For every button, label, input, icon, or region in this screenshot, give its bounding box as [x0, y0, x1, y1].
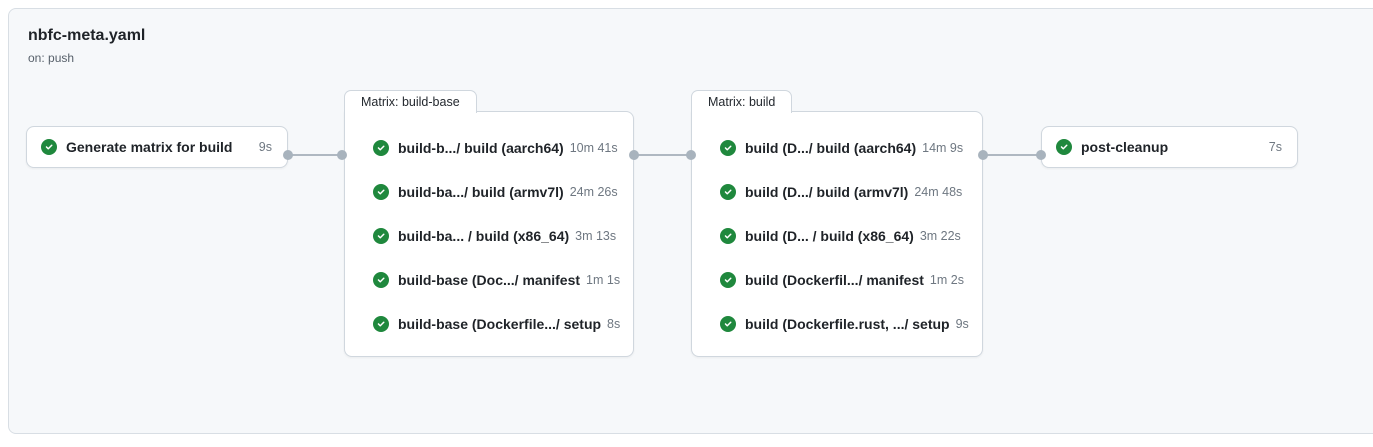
- edge-dot: [629, 150, 639, 160]
- success-check-icon: [720, 272, 736, 288]
- job-label: build-base (Dockerfile.../ setup: [398, 316, 602, 332]
- job-node-generate-matrix[interactable]: Generate matrix for build 9s: [26, 126, 288, 168]
- success-check-icon: [373, 184, 389, 200]
- edge-line: [288, 154, 342, 156]
- workflow-graph-canvas: nbfc-meta.yaml on: push Generate matrix …: [8, 8, 1373, 434]
- job-label: build-b.../ build (aarch64): [398, 140, 564, 156]
- job-label: build (Dockerfil.../ manifest: [745, 272, 924, 288]
- job-duration: 24m 48s: [914, 185, 963, 199]
- success-check-icon: [720, 140, 736, 156]
- success-check-icon: [720, 184, 736, 200]
- workflow-trigger: on: push: [28, 51, 75, 65]
- job-row[interactable]: build (D... / build (x86_64) 3m 22s: [692, 214, 982, 258]
- job-duration: 3m 22s: [919, 229, 961, 243]
- job-row[interactable]: build-ba.../ build (armv7l) 24m 26s: [345, 170, 633, 214]
- success-check-icon: [373, 316, 389, 332]
- job-label: build (D... / build (x86_64): [745, 228, 914, 244]
- job-row[interactable]: build (D.../ build (aarch64) 14m 9s: [692, 126, 982, 170]
- edge-dot: [283, 150, 293, 160]
- job-duration: 1m 1s: [586, 273, 621, 287]
- edge-dot: [978, 150, 988, 160]
- job-label: build (D.../ build (armv7l): [745, 184, 909, 200]
- edge-line: [634, 154, 691, 156]
- matrix-group-tab: Matrix: build-base: [344, 90, 477, 113]
- edge-dot: [337, 150, 347, 160]
- job-row[interactable]: build-ba... / build (x86_64) 3m 13s: [345, 214, 633, 258]
- success-check-icon: [1056, 139, 1072, 155]
- job-duration: 3m 13s: [575, 229, 617, 243]
- job-duration: 9s: [955, 317, 969, 331]
- job-label: build-ba... / build (x86_64): [398, 228, 570, 244]
- success-check-icon: [373, 272, 389, 288]
- job-label: build (D.../ build (aarch64): [745, 140, 917, 156]
- job-duration: 10m 41s: [569, 141, 618, 155]
- job-row[interactable]: build-base (Doc.../ manifest 1m 1s: [345, 258, 633, 302]
- edge-dot: [686, 150, 696, 160]
- job-row[interactable]: build (D.../ build (armv7l) 24m 48s: [692, 170, 982, 214]
- edge-dot: [1036, 150, 1046, 160]
- job-row[interactable]: build (Dockerfil.../ manifest 1m 2s: [692, 258, 982, 302]
- job-duration: 1m 2s: [929, 273, 964, 287]
- job-duration: 24m 26s: [569, 185, 618, 199]
- job-duration: 8s: [607, 317, 621, 331]
- job-label: post-cleanup: [1081, 139, 1169, 155]
- job-label: build (Dockerfile.rust, .../ setup: [745, 316, 950, 332]
- job-duration: 7s: [1268, 140, 1282, 154]
- matrix-group-tab: Matrix: build: [691, 90, 793, 113]
- job-label: Generate matrix for build: [66, 139, 233, 155]
- job-duration: 14m 9s: [922, 141, 964, 155]
- job-label: build-ba.../ build (armv7l): [398, 184, 564, 200]
- success-check-icon: [41, 139, 57, 155]
- success-check-icon: [720, 228, 736, 244]
- matrix-group-build-base: Matrix: build-base build-b.../ build (aa…: [344, 90, 634, 357]
- success-check-icon: [373, 228, 389, 244]
- success-check-icon: [373, 140, 389, 156]
- job-row[interactable]: build-b.../ build (aarch64) 10m 41s: [345, 126, 633, 170]
- workflow-title: nbfc-meta.yaml: [28, 27, 146, 44]
- job-duration: 9s: [258, 140, 272, 154]
- job-row[interactable]: build-base (Dockerfile.../ setup 8s: [345, 302, 633, 346]
- job-row[interactable]: build (Dockerfile.rust, .../ setup 9s: [692, 302, 982, 346]
- success-check-icon: [720, 316, 736, 332]
- job-node-post-cleanup[interactable]: post-cleanup 7s: [1041, 126, 1298, 168]
- edge-line: [983, 154, 1041, 156]
- matrix-group-build: Matrix: build build (D.../ build (aarch6…: [691, 90, 983, 357]
- job-label: build-base (Doc.../ manifest: [398, 272, 581, 288]
